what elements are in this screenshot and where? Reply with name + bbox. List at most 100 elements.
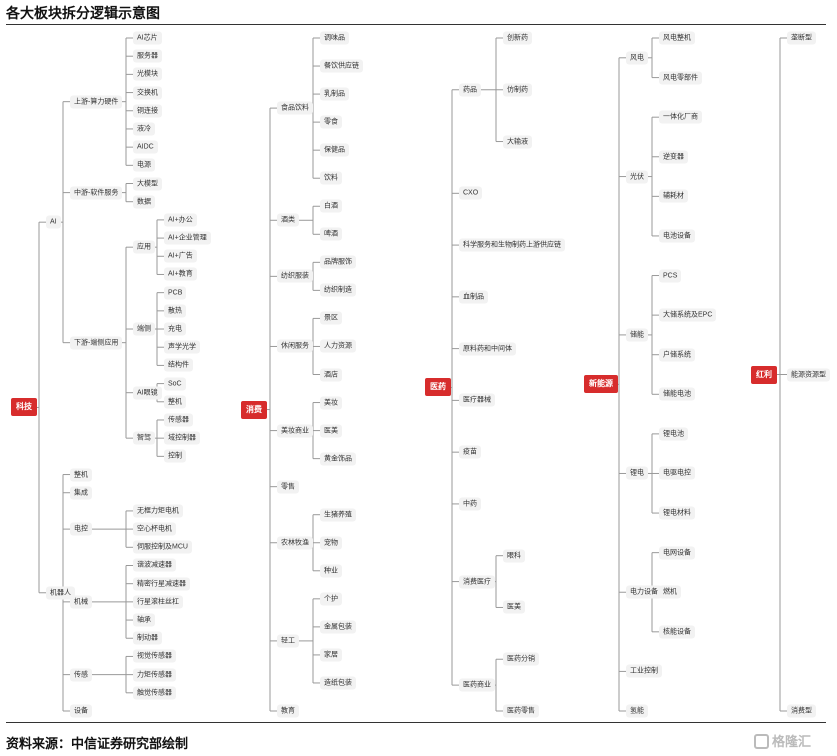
leaf-node: 大模型 bbox=[133, 177, 162, 190]
leaf-node: 电源 bbox=[133, 158, 155, 172]
leaf-node: 液冷 bbox=[133, 122, 155, 136]
leaf-node: 风电零部件 bbox=[659, 71, 702, 85]
branch-node: 药品 bbox=[459, 83, 481, 97]
leaf-node: CXO bbox=[459, 186, 483, 200]
branch-node: 美妆商业 bbox=[277, 424, 313, 438]
leaf-node: 燃机 bbox=[659, 585, 681, 599]
leaf-node: 一体化厂商 bbox=[659, 110, 702, 124]
leaf-node: 餐饮供应链 bbox=[320, 59, 363, 73]
leaf-node: 消费型 bbox=[787, 704, 816, 718]
branch-node: AI bbox=[46, 215, 61, 229]
leaf-node: 服务器 bbox=[133, 49, 162, 63]
branch-node: 休闲服务 bbox=[277, 339, 313, 353]
leaf-node: 风电整机 bbox=[659, 31, 695, 45]
leaf-node: 生猪养殖 bbox=[320, 508, 356, 522]
root-node: 科技 bbox=[11, 398, 37, 417]
top-rule bbox=[6, 24, 826, 25]
leaf-node: 轴承 bbox=[133, 613, 155, 627]
leaf-node: 人力资源 bbox=[320, 339, 356, 353]
leaf-node: 声学光学 bbox=[164, 340, 200, 354]
root-node: 新能源 bbox=[584, 375, 618, 394]
leaf-node: 种业 bbox=[320, 564, 342, 578]
leaf-node: PCB bbox=[164, 286, 187, 300]
leaf-node: 垄断型 bbox=[787, 31, 816, 45]
branch-node: 锂电 bbox=[626, 466, 648, 480]
leaf-node: 能源资源型 bbox=[787, 368, 830, 381]
leaf-node: 电驱电控 bbox=[659, 466, 695, 480]
leaf-node: 医美 bbox=[320, 424, 342, 438]
source-note: 资料来源：中信证券研究部绘制 bbox=[6, 736, 189, 751]
leaf-node: 逆变器 bbox=[659, 150, 688, 164]
leaf-node: 创新药 bbox=[503, 31, 532, 45]
leaf-node: 氢能 bbox=[626, 704, 648, 718]
leaf-node: 数据 bbox=[133, 195, 155, 209]
leaf-node: 整机 bbox=[164, 395, 186, 409]
leaf-node: 美妆 bbox=[320, 396, 342, 410]
branch-node: 中游-软件服务 bbox=[70, 186, 123, 200]
leaf-node: 空心杯电机 bbox=[133, 522, 176, 536]
leaf-node: 控制 bbox=[164, 449, 186, 463]
bottom-rule bbox=[6, 722, 826, 723]
leaf-node: 调味品 bbox=[320, 31, 349, 45]
leaf-node: 力矩传感器 bbox=[133, 668, 176, 682]
leaf-node: 辅耗材 bbox=[659, 189, 688, 203]
leaf-node: 电池设备 bbox=[659, 229, 695, 243]
leaf-node: 造纸包装 bbox=[320, 676, 356, 690]
branch-node: 应用 bbox=[133, 240, 155, 254]
leaf-node: 设备 bbox=[70, 704, 92, 718]
leaf-node: AI+教育 bbox=[164, 267, 197, 281]
leaf-node: 啤酒 bbox=[320, 227, 342, 241]
branch-node: 医药商业 bbox=[459, 678, 495, 692]
leaf-node: 无框力矩电机 bbox=[133, 504, 183, 518]
branch-node: 消费医疗 bbox=[459, 575, 495, 589]
leaf-node: 核能设备 bbox=[659, 625, 695, 639]
watermark-logo-icon bbox=[754, 734, 769, 749]
leaf-node: 宠物 bbox=[320, 536, 342, 550]
leaf-node: 疫苗 bbox=[459, 445, 481, 459]
leaf-node: 个护 bbox=[320, 592, 342, 606]
watermark-text: 格隆汇 bbox=[772, 734, 812, 749]
leaf-node: 结构件 bbox=[164, 358, 193, 372]
leaf-node: 医美 bbox=[503, 600, 525, 614]
branch-node: 上游-算力硬件 bbox=[70, 95, 123, 109]
leaf-node: 金属包装 bbox=[320, 620, 356, 634]
leaf-node: 大输液 bbox=[503, 135, 532, 149]
leaf-node: 黄金饰品 bbox=[320, 452, 356, 466]
branch-node: 农林牧渔 bbox=[277, 536, 313, 550]
branch-node: 储能 bbox=[626, 328, 648, 342]
leaf-node: 大储系统及EPC bbox=[659, 308, 717, 322]
branch-node: AI眼镜 bbox=[133, 386, 162, 400]
leaf-node: 光模块 bbox=[133, 67, 162, 81]
leaf-node: 传感器 bbox=[164, 413, 193, 427]
branch-node: 纺织服装 bbox=[277, 269, 313, 283]
leaf-node: PCS bbox=[659, 269, 682, 283]
leaf-node: 眼科 bbox=[503, 549, 525, 563]
leaf-node: 域控制器 bbox=[164, 431, 200, 445]
branch-node: 机械 bbox=[70, 595, 92, 609]
leaf-node: 医药分销 bbox=[503, 652, 539, 666]
leaf-node: 锂电材料 bbox=[659, 506, 695, 520]
leaf-node: 医药零售 bbox=[503, 704, 539, 718]
leaf-node: 整机 bbox=[70, 468, 92, 482]
leaf-node: 散热 bbox=[164, 304, 186, 318]
leaf-node: 酒店 bbox=[320, 368, 342, 381]
leaf-node: 品牌服饰 bbox=[320, 255, 356, 269]
leaf-node: 视觉传感器 bbox=[133, 649, 176, 663]
leaf-node: AI+广告 bbox=[164, 249, 197, 263]
leaf-node: 零食 bbox=[320, 115, 342, 129]
leaf-node: 科学服务和生物制药上游供应链 bbox=[459, 238, 565, 252]
leaf-node: 工业控制 bbox=[626, 664, 662, 678]
leaf-node: 零售 bbox=[277, 480, 299, 494]
leaf-node: AI+企业管理 bbox=[164, 231, 211, 245]
root-node: 医药 bbox=[425, 378, 451, 397]
leaf-node: 饮料 bbox=[320, 171, 342, 185]
leaf-node: SoC bbox=[164, 377, 186, 391]
leaf-node: 教育 bbox=[277, 704, 299, 718]
leaf-node: 家居 bbox=[320, 648, 342, 662]
branch-node: 端侧 bbox=[133, 322, 155, 336]
leaf-node: 中药 bbox=[459, 497, 481, 511]
root-node: 消费 bbox=[241, 400, 267, 419]
leaf-node: AIDC bbox=[133, 140, 158, 154]
watermark: 格隆汇 bbox=[754, 731, 811, 750]
